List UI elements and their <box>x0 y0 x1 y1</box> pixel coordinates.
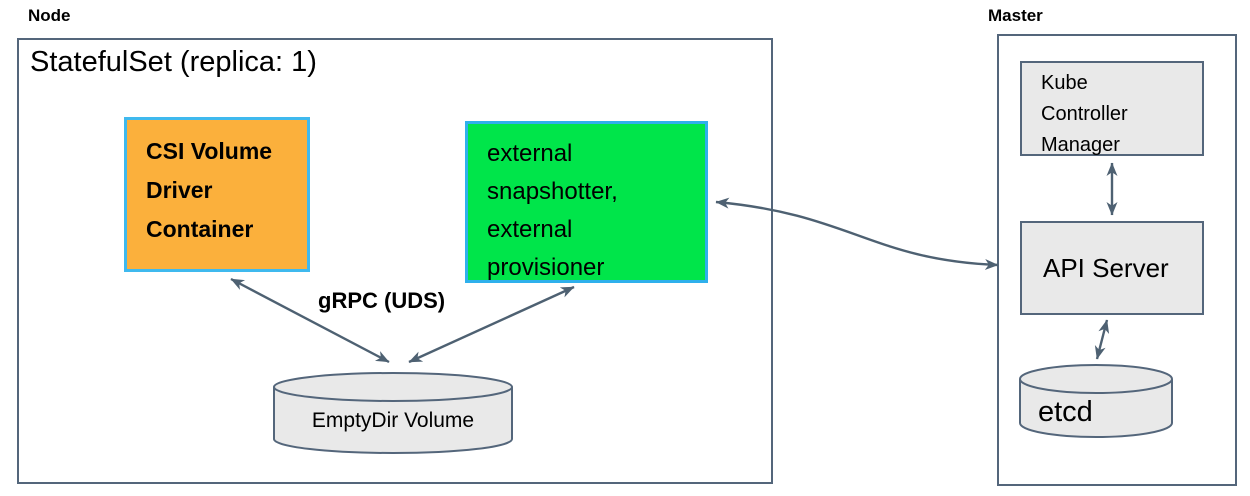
sidecar-box-line: external <box>487 216 573 243</box>
kube-controller-manager-box: Kube Controller Manager <box>1020 61 1204 156</box>
api-server-label: API Server <box>1043 252 1169 283</box>
kcm-box-line: Controller <box>1041 103 1128 125</box>
external-sidecars-box: external snapshotter, external provision… <box>465 121 708 283</box>
etcd-label: etcd <box>1038 396 1093 428</box>
csi-box-line: Driver <box>146 177 213 203</box>
emptydir-volume-label: EmptyDir Volume <box>311 409 475 432</box>
node-label: Node <box>28 6 71 25</box>
kcm-box-line: Manager <box>1041 134 1120 156</box>
sidecar-box-line: snapshotter, <box>487 178 618 205</box>
master-label: Master <box>988 6 1043 25</box>
csi-box-line: CSI Volume <box>146 138 273 164</box>
statefulset-title: StatefulSet (replica: 1) <box>30 46 317 78</box>
csi-volume-driver-container-box: CSI Volume Driver Container <box>124 117 310 272</box>
api-server-box: API Server <box>1020 221 1204 315</box>
grpc-uds-label: gRPC (UDS) <box>318 288 446 313</box>
csi-box-line: Container <box>146 216 254 242</box>
kcm-box-line: Kube <box>1041 72 1088 94</box>
sidecar-box-line: external <box>487 140 573 167</box>
sidecar-box-line: provisioner <box>487 254 605 281</box>
